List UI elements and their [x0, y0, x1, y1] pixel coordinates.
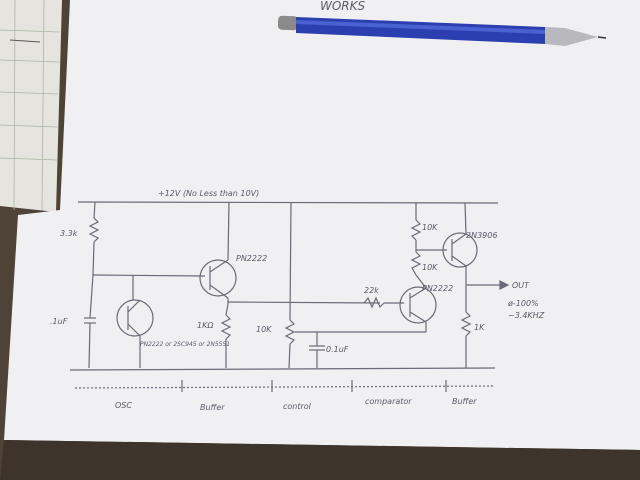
- section-buffer-2: Buffer: [452, 397, 477, 406]
- label-freq: ~3.4KHZ: [508, 311, 545, 320]
- label-10k-mid: 10K: [422, 263, 438, 272]
- label-1k-buffer: 1KΩ: [197, 321, 214, 330]
- graph-paper-sheet: [0, 0, 62, 212]
- label-22k: 22k: [364, 286, 379, 295]
- section-comparator: comparator: [365, 397, 412, 406]
- label-pot-10k: 10K: [256, 325, 272, 334]
- label-cap-osc: .1uF: [50, 317, 68, 326]
- top-scrawl: WORKS: [320, 0, 366, 13]
- section-buffer-1: Buffer: [200, 403, 225, 412]
- paper-sheet: [4, 0, 640, 450]
- label-q-osc: PN2222 or 2SC945 or 2N5551: [140, 341, 230, 348]
- section-osc: OSC: [115, 401, 132, 410]
- label-out: OUT: [512, 281, 530, 290]
- label-duty: ø-100%: [507, 299, 539, 308]
- label-cap-01: 0.1uF: [326, 345, 349, 354]
- supply-label: +12V (No Less than 10V): [158, 189, 259, 198]
- label-3-3k: 3.3k: [60, 229, 78, 238]
- label-10k-top: 10K: [422, 223, 438, 232]
- section-control: control: [283, 402, 312, 411]
- label-1k-out: 1K: [474, 323, 485, 332]
- schematic: [69, 201, 510, 392]
- label-q-buffer: PN2222: [236, 254, 267, 263]
- label-q-comp: PN2222: [422, 284, 453, 293]
- mechanical-pencil: [277, 15, 607, 46]
- label-q-out: 2N3906: [466, 231, 497, 240]
